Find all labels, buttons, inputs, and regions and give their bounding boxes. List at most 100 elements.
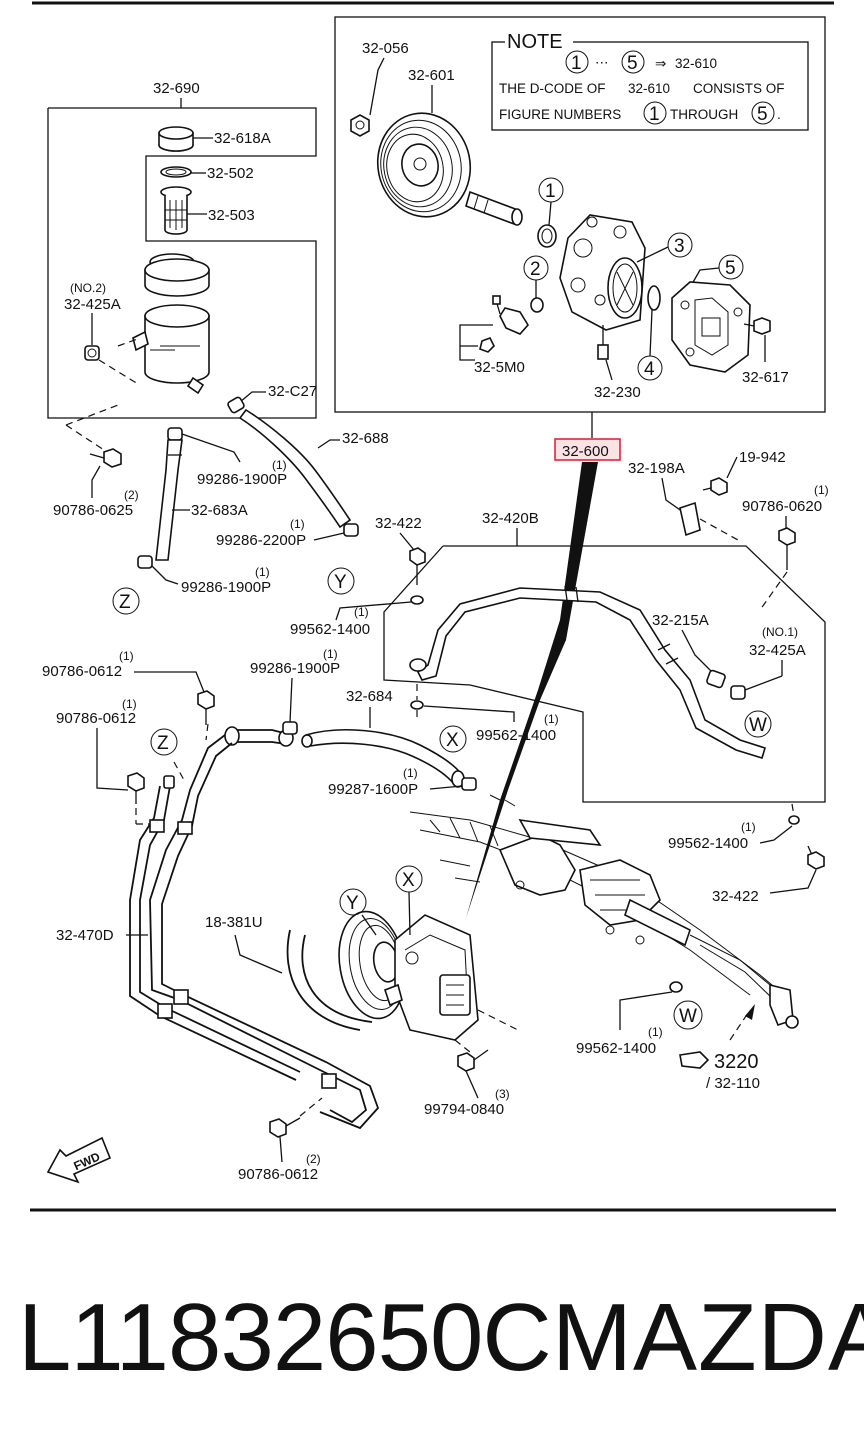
svg-text:(1): (1) (648, 1025, 663, 1039)
parts-diagram: 32-690 32-618A 32-502 32-503 (30, 1, 836, 1212)
label-90786-0612-a: 90786-0612 (42, 663, 122, 680)
label-32-618A: 32-618A (214, 130, 271, 147)
svg-text:.: . (777, 107, 781, 122)
label-32-422-b: 32-422 (712, 888, 759, 905)
valve-32-230 (597, 325, 609, 360)
clamp-32-215A (706, 669, 726, 689)
svg-text:(1): (1) (403, 766, 418, 780)
reservoir-cap (158, 126, 194, 152)
svg-text:(2): (2) (124, 488, 139, 502)
washer-99562-a (410, 595, 424, 605)
clamp-99287-1600P (461, 777, 477, 791)
label-no2: (NO.2) (70, 281, 106, 295)
washer-99562-b (410, 700, 424, 710)
note-title: NOTE (507, 31, 563, 53)
label-99794-0840: 99794-0840 (424, 1101, 504, 1118)
svg-text:(NO.1): (NO.1) (762, 625, 798, 639)
svg-text:CONSISTS OF: CONSISTS OF (693, 81, 785, 96)
drive-belt (286, 929, 373, 1031)
label-32-C27: 32-C27 (268, 383, 317, 400)
clamp-32-C27 (227, 396, 245, 414)
label-32-617: 32-617 (742, 369, 789, 386)
bolt-90786-0612-b (127, 772, 145, 804)
clamp-99286-2200P (343, 523, 359, 537)
washer-99562-d (669, 981, 683, 993)
label-32-690: 32-690 (153, 80, 200, 97)
pinion-icon (679, 1051, 710, 1069)
bolt-19-942 (702, 477, 728, 496)
svg-text:⋯: ⋯ (595, 55, 609, 70)
pump-group: NOTE 1 ⋯ 5 ⇒ 32-610 THE D-CODE OF 32-610… (334, 16, 826, 438)
label-32-198A: 32-198A (628, 460, 685, 477)
hose-32-683A (155, 439, 183, 561)
pump-body (559, 214, 646, 331)
reservoir-box (47, 107, 317, 419)
svg-text:1: 1 (571, 53, 582, 74)
svg-text:32-610: 32-610 (628, 81, 670, 96)
label-99562-1400-a: 99562-1400 (290, 621, 370, 638)
label-99287-1600P: 99287-1600P (328, 781, 418, 798)
clamp-425A-no2 (84, 345, 100, 361)
label-32-683A: 32-683A (191, 502, 248, 519)
pump-shaft (465, 190, 523, 226)
label-90786-0620: 90786-0620 (742, 498, 822, 515)
pump-assembly (338, 910, 479, 1041)
svg-text:Y: Y (334, 572, 347, 593)
part-number-title: L11832650C (18, 1284, 552, 1391)
pump-cover (671, 281, 751, 373)
reservoir-tank (132, 253, 210, 395)
pulley-32-601 (376, 112, 472, 218)
svg-text:(1): (1) (290, 517, 305, 531)
svg-text:(2): (2) (306, 1152, 321, 1166)
bolt-90786-0620 (778, 527, 796, 570)
nut-32-056 (350, 114, 370, 137)
highlight-32-600 (554, 438, 621, 461)
fwd-arrow-icon: FWD (46, 1136, 112, 1184)
clamp-425A-no1 (730, 685, 746, 700)
label-32-425A-b: 32-425A (749, 642, 806, 659)
label-32-215A: 32-215A (652, 612, 709, 629)
label-32-420B: 32-420B (482, 510, 539, 527)
svg-text:1: 1 (649, 104, 660, 125)
label-18-381U: 18-381U (205, 914, 263, 931)
label-99562-1400-c: 99562-1400 (668, 835, 748, 852)
leader-wedge (466, 462, 598, 918)
svg-text:Z: Z (119, 592, 131, 613)
label-3220: 3220 (714, 1051, 759, 1073)
svg-text:(1): (1) (122, 697, 137, 711)
label-99562-1400-d: 99562-1400 (576, 1040, 656, 1057)
label-99562-1400-b: 99562-1400 (476, 727, 556, 744)
svg-text:⇒: ⇒ (655, 56, 667, 71)
svg-text:Y: Y (346, 893, 359, 914)
pump-box (334, 16, 826, 413)
label-32-422-a: 32-422 (375, 515, 422, 532)
svg-text:5: 5 (725, 258, 736, 279)
bolt-99794-0840 (457, 1049, 489, 1072)
label-99286-1900P-b: 99286-1900P (181, 579, 271, 596)
label-32-688: 32-688 (342, 430, 389, 447)
svg-text:(1): (1) (354, 605, 369, 619)
label-90786-0612-b: 90786-0612 (56, 710, 136, 727)
gasket (647, 285, 661, 311)
clamp-99286-1900P-mid (282, 721, 298, 735)
svg-text:FIGURE NUMBERS: FIGURE NUMBERS (499, 107, 621, 122)
label-32-5M0: 32-5M0 (474, 359, 525, 376)
svg-text:(1): (1) (255, 565, 270, 579)
label-99286-1900P-a: 99286-1900P (197, 471, 287, 488)
label-32-470D: 32-470D (56, 927, 114, 944)
hose-32-684 (304, 729, 464, 786)
label-32-056: 32-056 (362, 40, 409, 57)
bolt-32-617 (743, 317, 771, 335)
bolt-32-422-a (409, 547, 426, 585)
svg-text:1: 1 (545, 181, 556, 202)
steering-gear (409, 794, 799, 1029)
hose-32-420B (416, 587, 766, 760)
bolt-90786-0612-c (269, 1117, 301, 1138)
svg-text:2: 2 (530, 259, 541, 280)
bolt-90786-0625 (89, 448, 122, 468)
label-99286-1900P-c: 99286-1900P (250, 660, 340, 677)
hose-32-688 (238, 408, 352, 529)
svg-text:(3): (3) (495, 1087, 510, 1101)
box-32-420B (383, 545, 826, 803)
svg-text:THE D-CODE OF: THE D-CODE OF (499, 81, 606, 96)
